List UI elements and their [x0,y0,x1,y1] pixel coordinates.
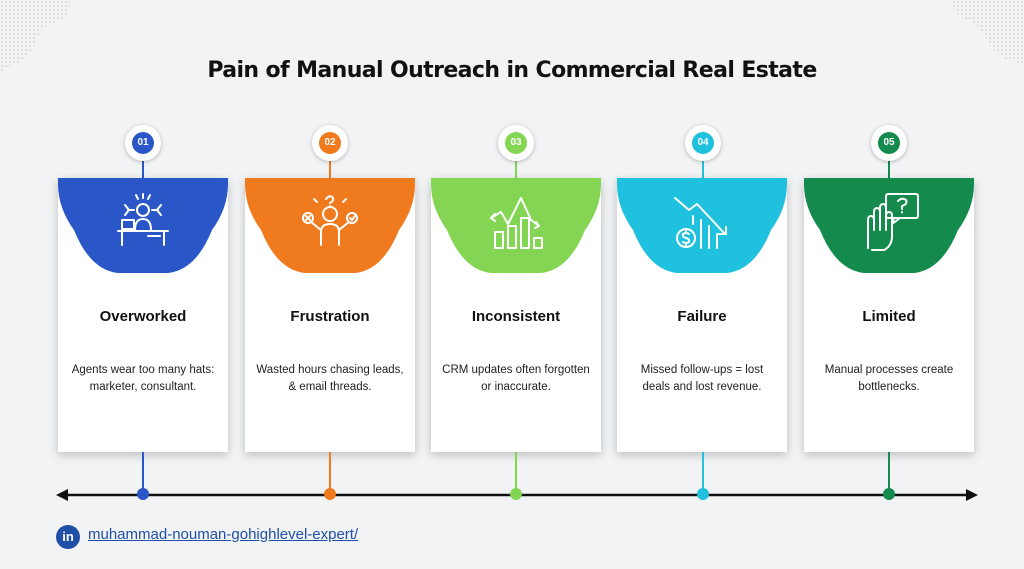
step-card-overworked: Overworked Agents wear too many hats: ma… [58,178,228,452]
connector-line [329,161,331,178]
step-number-badge: 02 [312,125,348,161]
overworked-person-at-desk-icon [117,193,169,246]
step-title: Limited [862,308,916,325]
step-description: CRM updates often forgotten or inaccurat… [442,364,590,393]
step-number-badge: 04 [685,125,721,161]
connector-line [702,161,704,178]
step-card-inconsistent: Inconsistent CRM updates often forgotten… [431,178,601,452]
step-title: Inconsistent [471,308,561,325]
step-number-badge: 03 [498,125,534,161]
timeline-dot [697,488,709,500]
dotted-map-left-decoration [0,0,71,72]
connector-line [888,161,890,178]
card-header-shape [245,178,415,273]
step-number-badge: 01 [125,125,161,161]
linkedin-profile-link[interactable]: muhammad-nouman-gohighlevel-expert/ [88,526,359,543]
step-title: Frustration [290,308,370,325]
card-header-shape [58,178,228,273]
linkedin-icon[interactable]: in [56,525,80,549]
connector-line [142,161,144,178]
connector-line [515,161,517,178]
step-description: Wasted hours chasing leads, & email thre… [256,364,404,393]
step-card-frustration: Frustration Wasted hours chasing leads, … [245,178,415,452]
step-title: Overworked [99,308,187,325]
step-description: Manual processes create bottlenecks. [824,364,954,393]
page-title: Pain of Manual Outreach in Commercial Re… [207,58,817,83]
step-title: Failure [677,308,727,325]
dotted-map-right-decoration [950,0,1024,66]
connector-line [702,452,704,494]
declining-revenue-chart-icon [674,197,727,249]
raised-hand-question-icon [867,193,919,251]
timeline-dot [137,488,149,500]
timeline-dot [324,488,336,500]
step-number-badge: 05 [871,125,907,161]
frustrated-person-icon [302,195,358,246]
timeline-dot [883,488,895,500]
connector-line [329,452,331,494]
connector-line [142,452,144,494]
step-description: Agents wear too many hats: marketer, con… [71,364,215,393]
step-card-failure: Failure Missed follow-ups = lost deals a… [617,178,787,452]
connector-line [515,452,517,494]
timeline-dot [510,488,522,500]
fluctuating-bar-chart-icon [490,197,543,249]
step-description: Missed follow-ups = lost deals and lost … [640,364,764,393]
step-card-limited: Limited Manual processes create bottlene… [804,178,974,452]
connector-line [888,452,890,494]
card-header-shape [804,178,974,273]
